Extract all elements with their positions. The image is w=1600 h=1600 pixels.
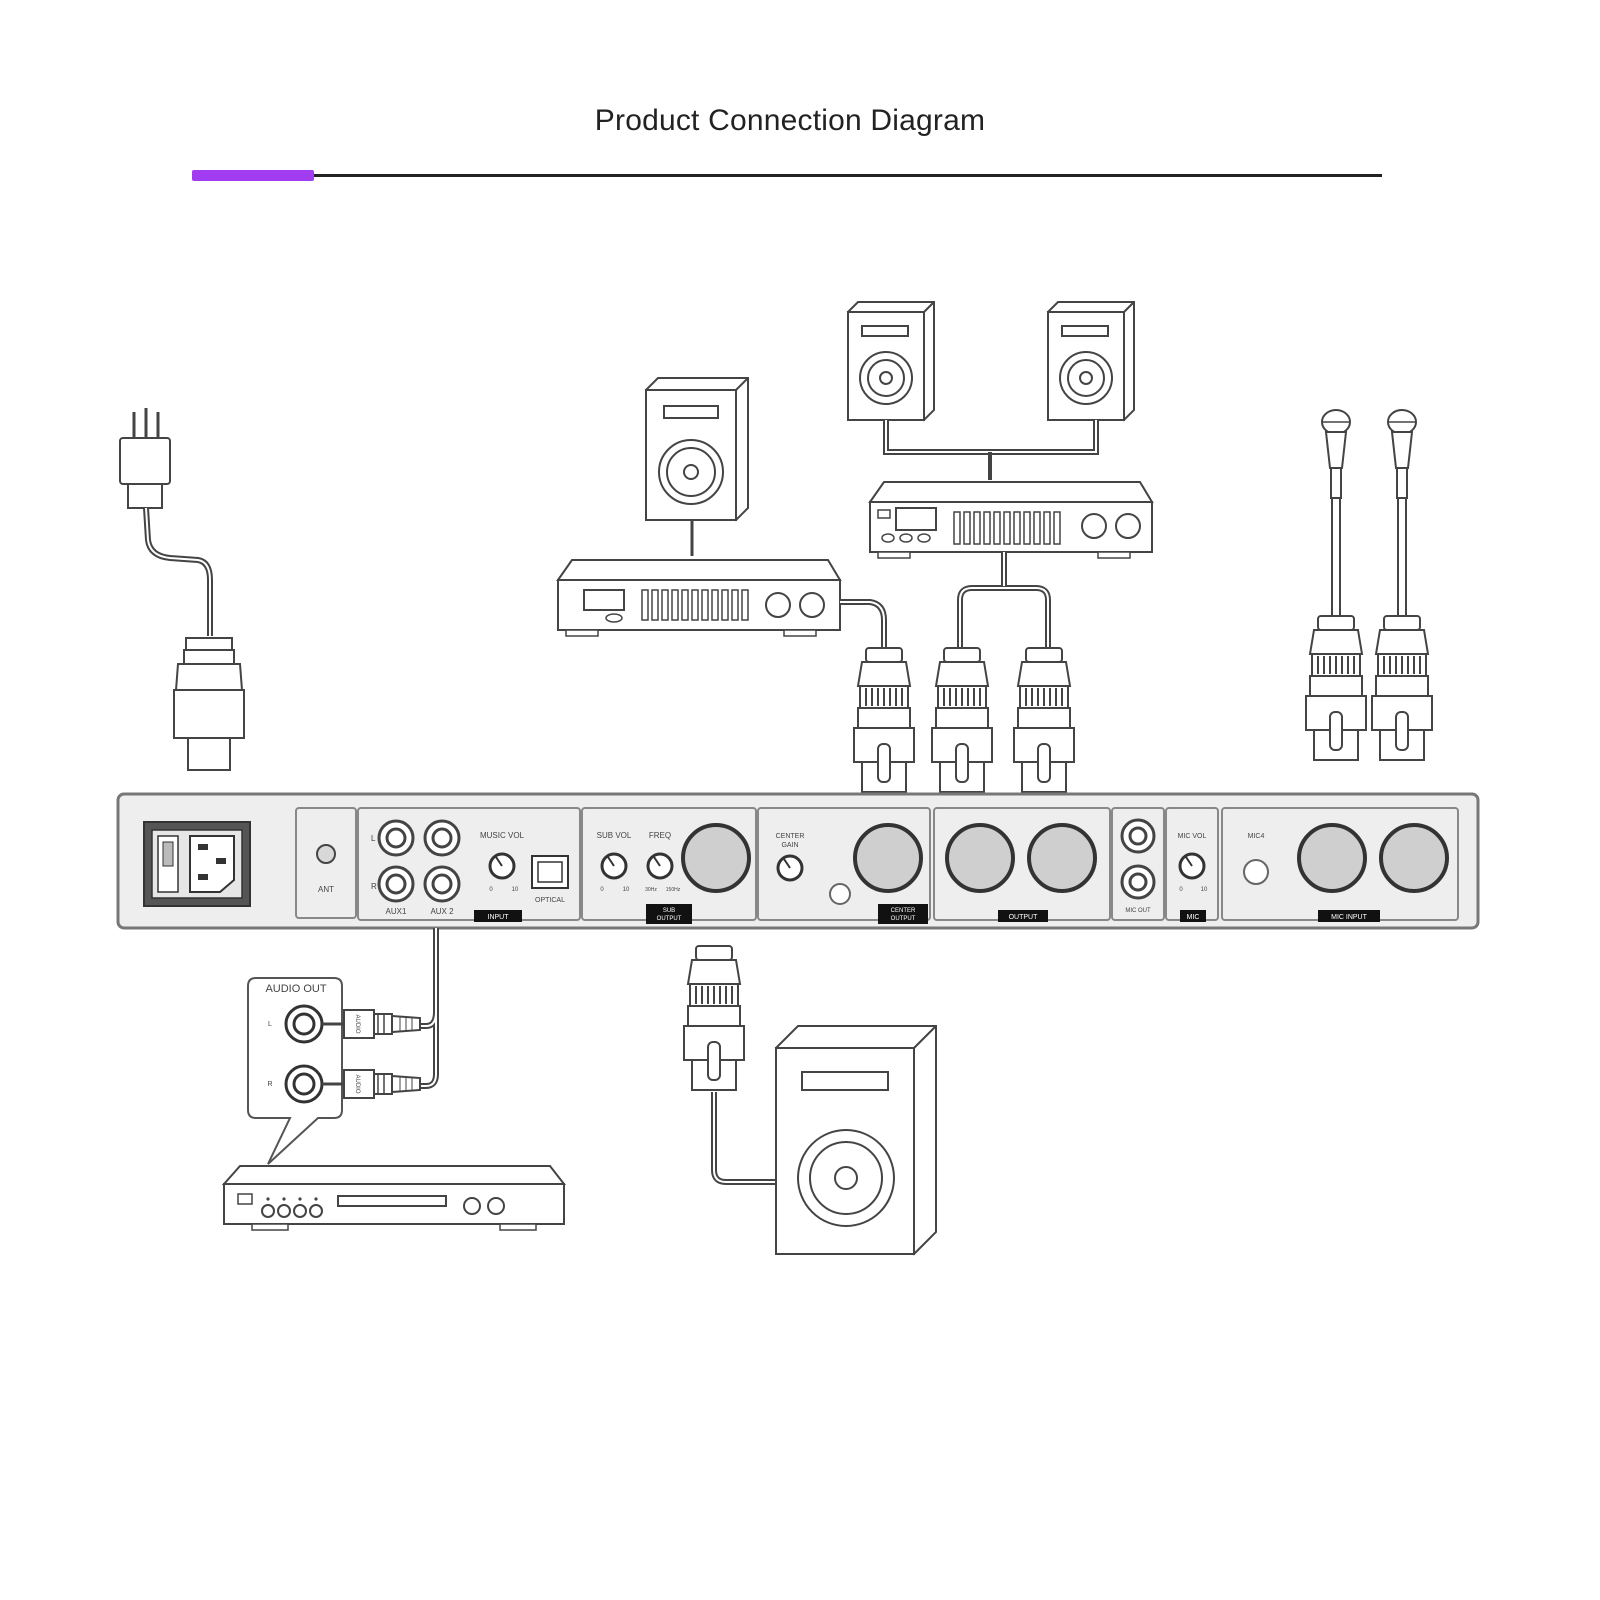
mic-vol-label: MIC VOL [1178,833,1207,840]
freq-label: FREQ [649,831,671,840]
mic-vol-knob[interactable] [1178,852,1206,880]
mic-input-1-xlr-jack[interactable] [1297,823,1367,893]
sub-vol-max-label: 10 [623,887,630,893]
antenna-jack[interactable] [316,844,336,864]
music-vol-knob[interactable] [488,852,516,880]
mic-out-label: MIC OUT [1125,908,1151,914]
optical-label: OPTICAL [535,897,565,904]
center-indicator-led [829,883,851,905]
audio-out-r-jack[interactable] [284,1064,324,1104]
rca-plug-left-text: AUDIO [354,1014,360,1033]
rca-plug-right-icon: AUDIO [322,1069,421,1099]
sub-xlr-plug-icon [853,647,915,793]
sub-speaker-icon [645,377,749,521]
mic-vol-max-label: 10 [1201,887,1208,893]
output-section-tag [998,910,1048,922]
mic-input-section-tag [1318,910,1380,922]
mic-input-tag-label: MIC INPUT [1331,914,1368,921]
sub-output-xlr-jack[interactable] [681,823,751,893]
optical-input-port[interactable] [531,855,569,889]
iec-power-connector-icon [173,637,245,771]
sub-output-section-tag [646,904,692,924]
mic-tag-label: MIC [1187,914,1200,921]
dvd-player-icon [221,1165,567,1231]
power-inlet-icon [143,821,251,907]
ant-label: ANT [318,885,334,894]
aux2-right-jack[interactable] [423,865,461,903]
title-rule [192,174,1382,177]
audio-out-l-jack[interactable] [284,1004,324,1044]
title-rule-accent [192,170,314,181]
rear-panel: ANT L R AUX1 AUX 2 MUSIC VOL 0 10 [116,792,1480,930]
mic4-label: MIC4 [1248,833,1265,840]
mic-2-xlr-plug-icon [1371,615,1433,761]
sub-vol-label: SUB VOL [597,831,632,840]
amplifier-2-icon [868,481,1154,559]
center-output-xlr-jack[interactable] [853,823,923,893]
sub-tag-line1: SUB [663,908,675,914]
input-l-label: L [371,834,376,843]
input-tag-label: INPUT [488,914,510,921]
freq-knob[interactable] [646,852,674,880]
music-vol-min-label: 0 [489,887,493,893]
output-left-xlr-plug-icon [931,647,993,793]
rca-plug-left-icon: AUDIO [322,1009,421,1039]
aux1-label: AUX1 [386,907,407,916]
mic-out-jack-2[interactable] [1120,864,1156,900]
sub-tag-line2: OUTPUT [657,916,682,922]
center-label-line1: CENTER [776,833,805,840]
center-label-line2: GAIN [781,842,798,849]
output-right-xlr-jack[interactable] [1027,823,1097,893]
center-gain-knob[interactable] [776,854,804,882]
input-r-label: R [371,882,377,891]
output-tag-label: OUTPUT [1009,914,1039,921]
power-plug-icon [119,408,213,636]
microphone-1-icon [1321,409,1351,619]
sub-vol-min-label: 0 [600,887,604,893]
right-speaker-icon [1047,301,1135,421]
mic-out-jack-1[interactable] [1120,818,1156,854]
input-section-tag [474,910,522,922]
microphone-2-icon [1387,409,1417,619]
freq-min-label: 30Hz [645,887,657,893]
mic-section-tag [1180,910,1206,922]
aux2-left-jack[interactable] [423,819,461,857]
aux1-right-jack[interactable] [377,865,415,903]
mic-input-2-xlr-jack[interactable] [1379,823,1449,893]
aux2-label: AUX 2 [430,907,454,916]
center-speaker-icon [774,1025,937,1256]
freq-max-label: 150Hz [666,887,681,893]
amplifier-1-icon [556,559,842,637]
music-vol-label: MUSIC VOL [480,831,525,840]
center-xlr-plug-icon [683,945,745,1091]
mic4-jack[interactable] [1243,859,1269,885]
sub-vol-knob[interactable] [600,852,628,880]
music-vol-max-label: 10 [512,887,519,893]
page-title: Product Connection Diagram [594,104,986,137]
audio-out-label: AUDIO OUT [265,983,326,995]
center-output-section-tag [878,904,928,924]
aux1-left-jack[interactable] [377,819,415,857]
audio-out-callout: AUDIO OUT L R [247,977,343,1165]
audio-out-r-label: R [267,1081,272,1088]
mic-vol-min-label: 0 [1179,887,1183,893]
output-left-xlr-jack[interactable] [945,823,1015,893]
audio-out-l-label: L [268,1021,272,1028]
center-tag-line1: CENTER [891,908,916,914]
rca-plug-right-text: AUDIO [354,1074,360,1093]
output-right-xlr-plug-icon [1013,647,1075,793]
mic-1-xlr-plug-icon [1305,615,1367,761]
center-tag-line2: OUTPUT [891,916,916,922]
left-speaker-icon [847,301,935,421]
